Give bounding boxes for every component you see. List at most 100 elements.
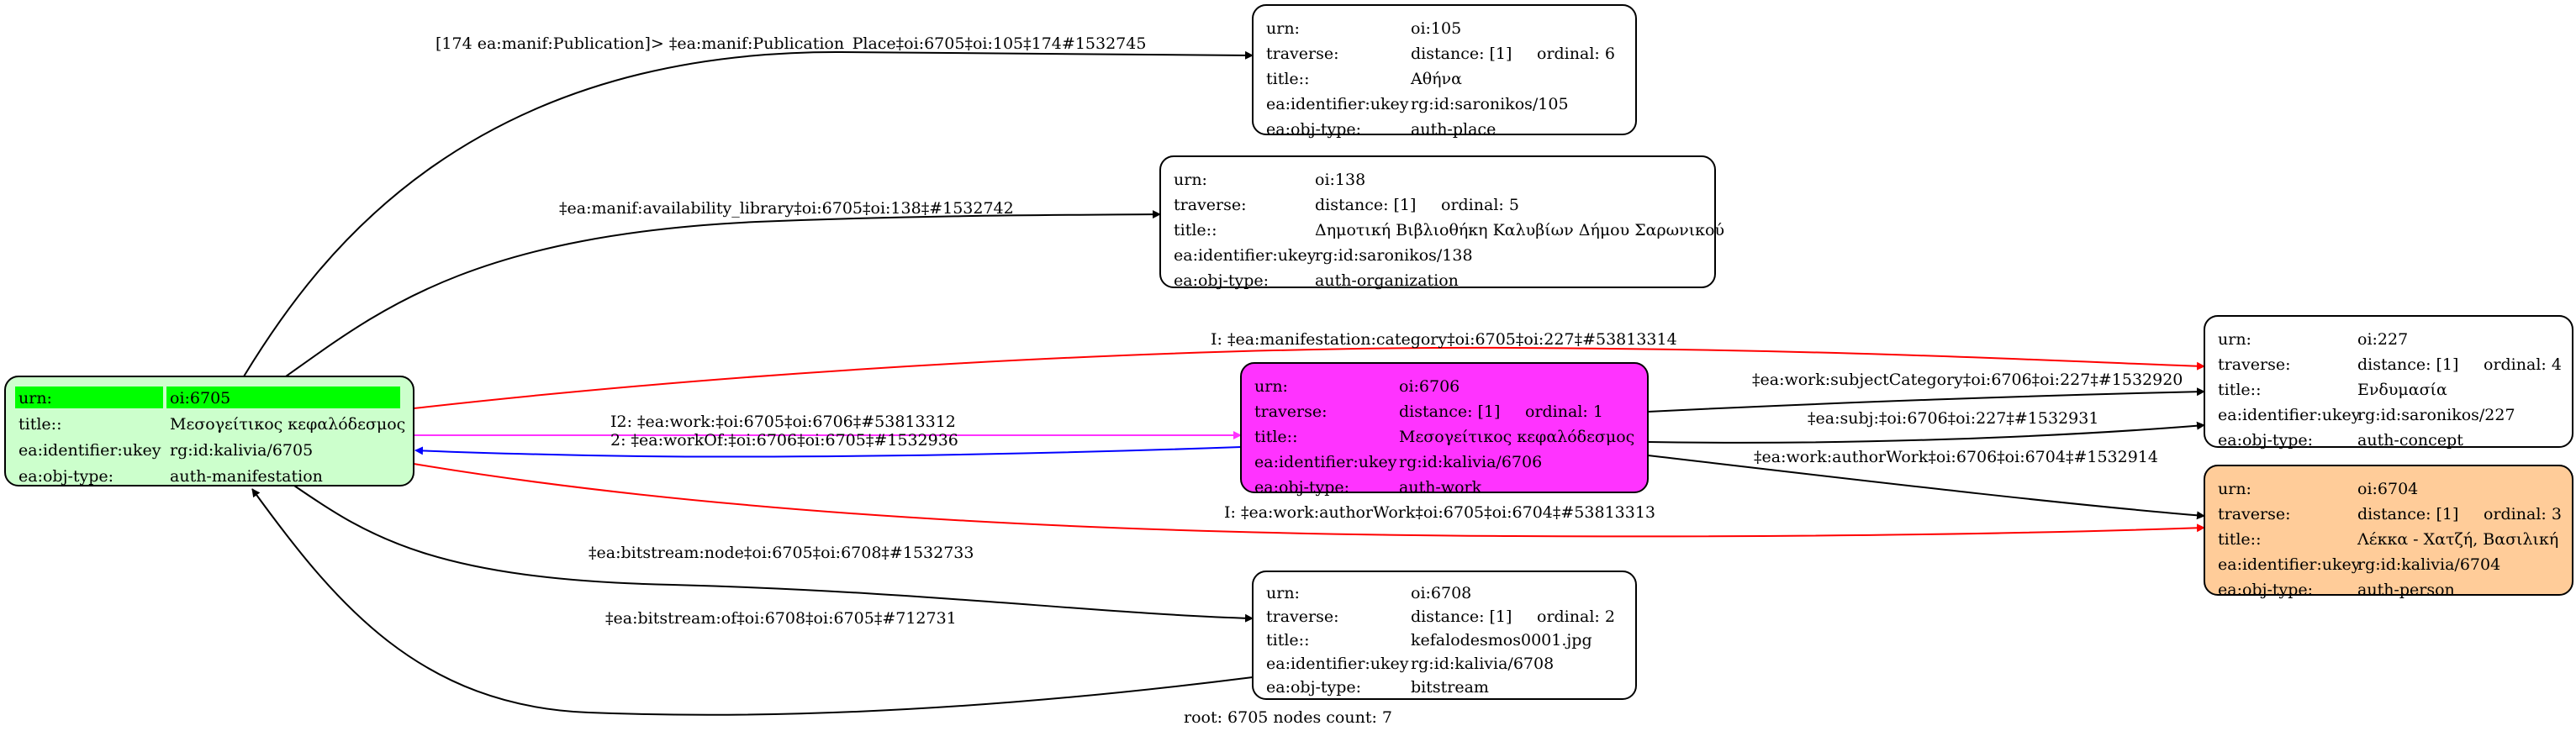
edge-label-author-work-inverse: I: ‡ea:work:authorWork‡oi:6705‡oi:6704‡#… bbox=[1224, 503, 1655, 522]
node-field-key: ea:obj-type: bbox=[2218, 581, 2313, 599]
node-field-value: kefalodesmos0001.jpg bbox=[1411, 631, 1592, 649]
node-box[interactable] bbox=[1159, 155, 1716, 288]
edge-manifestation-category[interactable] bbox=[413, 346, 2205, 409]
node-field-ordinal: ordinal: 3 bbox=[2484, 505, 2562, 523]
header-cell-value bbox=[166, 387, 400, 408]
node-field-key: traverse: bbox=[2218, 505, 2291, 523]
node-field-key: traverse: bbox=[2218, 355, 2291, 374]
node-field-value: oi:6706 bbox=[1399, 377, 1460, 396]
node-field-key: urn: bbox=[1254, 377, 1288, 396]
node-138[interactable]: urn: oi:138 traverse: distance: [1] ordinal:… bbox=[1159, 155, 1724, 290]
edge-labels: [174 ea:manif:Publication]> ‡ea:manif:Pu… bbox=[435, 34, 2183, 628]
node-field-value: distance: [1] bbox=[1315, 196, 1416, 214]
edge-subject-category[interactable] bbox=[1647, 387, 2205, 413]
node-field-key: title:: bbox=[1174, 221, 1217, 239]
node-field-value: rg:id:saronikos/105 bbox=[1411, 95, 1569, 113]
node-field-value: bitstream bbox=[1411, 678, 1489, 697]
node-field-key: traverse: bbox=[1254, 402, 1328, 421]
node-field-value: auth-concept bbox=[2357, 431, 2463, 450]
node-field-key: traverse: bbox=[1266, 607, 1339, 626]
node-6706[interactable]: urn: oi:6706 traverse: distance: [1] ordinal… bbox=[1240, 362, 1649, 497]
node-field-value: distance: [1] bbox=[2357, 505, 2458, 523]
node-field-key: traverse: bbox=[1174, 196, 1247, 214]
edge-availability-library[interactable] bbox=[285, 210, 1161, 377]
node-field-key: title:: bbox=[1254, 428, 1297, 446]
node-field-value: distance: [1] bbox=[1399, 402, 1500, 421]
node-box[interactable] bbox=[2204, 315, 2573, 448]
edge-label-subject-category: ‡ea:work:subjectCategory‡oi:6706‡oi:227‡… bbox=[1752, 371, 2183, 389]
node-field-value: oi:138 bbox=[1315, 171, 1365, 189]
node-field-key: ea:identifier:ukey bbox=[2218, 555, 2361, 574]
node-field-key: ea:obj-type: bbox=[1174, 271, 1269, 290]
node-field-value: Ενδυμασία bbox=[2357, 381, 2447, 399]
node-field-value: oi:105 bbox=[1411, 19, 1461, 38]
edge-label-bitstream-node: ‡ea:bitstream:node‡oi:6705‡oi:6708‡#1532… bbox=[589, 544, 974, 562]
node-field-value: rg:id:saronikos/227 bbox=[2357, 406, 2515, 424]
node-box[interactable] bbox=[1240, 362, 1649, 493]
node-field-ordinal: ordinal: 1 bbox=[1525, 402, 1603, 421]
edge-author-work-inverse[interactable] bbox=[413, 463, 2205, 538]
edge-subj[interactable] bbox=[1647, 421, 2205, 444]
edge-label-publication-place: [174 ea:manif:Publication]> ‡ea:manif:Pu… bbox=[435, 34, 1146, 53]
node-box[interactable] bbox=[2204, 465, 2573, 596]
edge-label-bitstream-of: ‡ea:bitstream:of‡oi:6708‡oi:6705‡#712731 bbox=[605, 609, 957, 628]
node-field-key: urn: bbox=[18, 389, 52, 408]
edge-label-author-work: ‡ea:work:authorWork‡oi:6706‡oi:6704‡#153… bbox=[1754, 448, 2158, 466]
node-field-ordinal: ordinal: 6 bbox=[1537, 45, 1615, 63]
graph-footer: root: 6705 nodes count: 7 bbox=[1184, 708, 1392, 727]
node-field-key: ea:obj-type: bbox=[1266, 678, 1361, 697]
edges bbox=[243, 50, 2205, 716]
node-field-key: ea:identifier:ukey bbox=[1266, 95, 1409, 113]
node-field-value: oi:6708 bbox=[1411, 584, 1471, 602]
node-field-value: Λέκκα - Χατζή, Βασιλική bbox=[2357, 530, 2558, 549]
node-field-key: ea:identifier:ukey bbox=[1174, 246, 1317, 265]
edge-bitstream-node[interactable] bbox=[293, 485, 1254, 623]
edge-publication-place[interactable] bbox=[243, 50, 1254, 377]
node-field-value: auth-organization bbox=[1315, 271, 1459, 290]
node-field-value: auth-place bbox=[1411, 120, 1496, 139]
edge-label-manifestation-category: I: ‡ea:manifestation:category‡oi:6705‡oi… bbox=[1211, 330, 1677, 349]
node-field-key: traverse: bbox=[1266, 45, 1339, 63]
node-field-key: title:: bbox=[1266, 70, 1309, 88]
node-field-value: Αθήνα bbox=[1410, 70, 1462, 88]
node-field-key: ea:identifier:ukey bbox=[18, 441, 161, 460]
node-field-key: ea:identifier:ukey bbox=[1266, 655, 1409, 673]
node-field-value: Δημοτική Βιβλιοθήκη Καλυβίων Δήμου Σαρων… bbox=[1315, 221, 1724, 239]
node-field-value: oi:227 bbox=[2357, 330, 2408, 349]
edge-author-work[interactable] bbox=[1647, 455, 2205, 520]
node-box[interactable] bbox=[1252, 4, 1637, 135]
node-field-key: ea:obj-type: bbox=[18, 467, 113, 486]
node-field-key: title:: bbox=[2218, 381, 2261, 399]
node-field-value: auth-person bbox=[2357, 581, 2455, 599]
edge-label-work-of: 2: ‡ea:workOf:‡oi:6706‡oi:6705‡#1532936 bbox=[610, 431, 958, 450]
edge-label-subj: ‡ea:subj:‡oi:6706‡oi:227‡#1532931 bbox=[1808, 409, 2098, 428]
node-field-key: ea:obj-type: bbox=[1266, 120, 1361, 139]
edge-work-of[interactable] bbox=[414, 446, 1242, 458]
node-field-value: rg:id:kalivia/6705 bbox=[170, 441, 313, 460]
edge-bitstream-of[interactable] bbox=[251, 488, 1254, 716]
node-field-key: ea:obj-type: bbox=[2218, 431, 2313, 450]
node-field-value: distance: [1] bbox=[2357, 355, 2458, 374]
node-box[interactable] bbox=[1252, 571, 1637, 700]
node-field-value: rg:id:kalivia/6704 bbox=[2357, 555, 2500, 574]
node-field-value: auth-manifestation bbox=[170, 467, 323, 486]
node-field-ordinal: ordinal: 5 bbox=[1441, 196, 1519, 214]
node-field-key: ea:identifier:ukey bbox=[1254, 453, 1397, 471]
node-field-value: distance: [1] bbox=[1411, 607, 1512, 626]
node-field-value: Μεσογείτικος κεφαλόδεσμος bbox=[1399, 428, 1634, 446]
node-field-value: rg:id:kalivia/6708 bbox=[1411, 655, 1554, 673]
node-field-value: auth-work bbox=[1399, 478, 1482, 497]
node-field-key: ea:obj-type: bbox=[1254, 478, 1349, 497]
node-field-ordinal: ordinal: 4 bbox=[2484, 355, 2562, 374]
header-cell-key bbox=[15, 387, 163, 408]
node-field-key: title:: bbox=[2218, 530, 2261, 549]
node-227[interactable]: urn: oi:227 traverse: distance: [1] ordinal:… bbox=[2204, 315, 2573, 450]
node-field-key: urn: bbox=[1174, 171, 1207, 189]
node-field-key: urn: bbox=[2218, 330, 2251, 349]
edge-label-work: I2: ‡ea:work:‡oi:6705‡oi:6706‡#53813312 bbox=[610, 413, 956, 431]
